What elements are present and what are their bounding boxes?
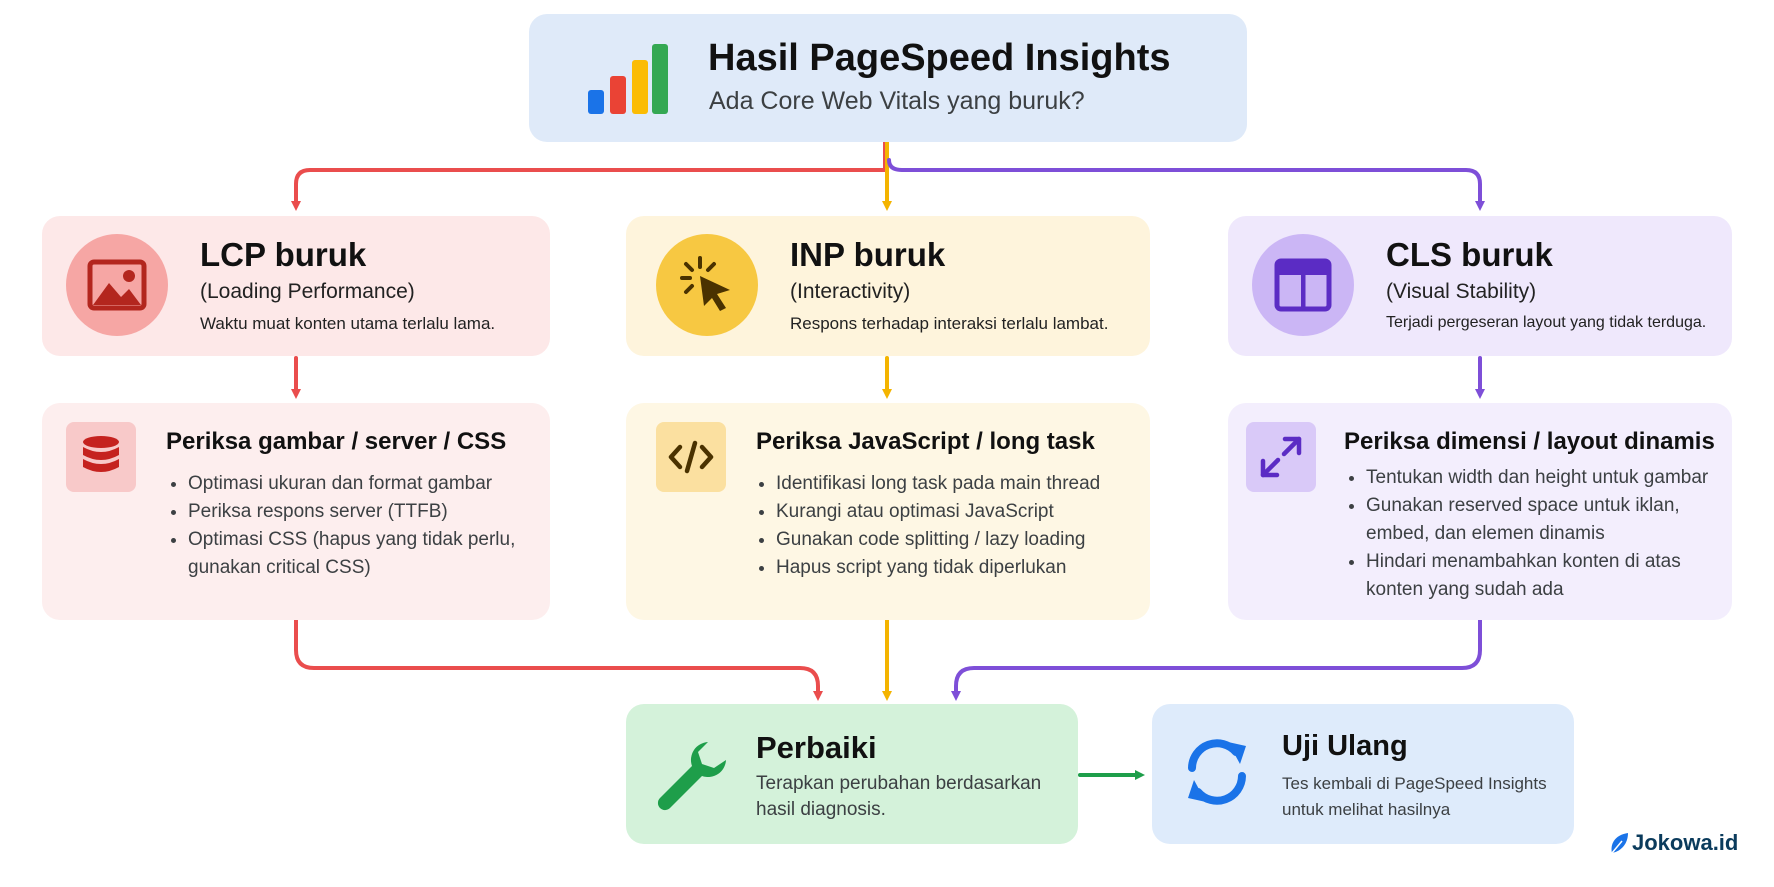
arrow-to-lcp — [291, 140, 887, 211]
inp-description: Respons terhadap interaksi terlalu lamba… — [790, 314, 1109, 333]
bar-chart-icon — [588, 44, 668, 114]
lcp-check-title: Periksa gambar / server / CSS — [166, 428, 507, 455]
inp-check-title: Periksa JavaScript / long task — [756, 428, 1095, 455]
list-item: Identifikasi long task pada main thread — [776, 470, 1100, 498]
arrow-to-cls — [887, 158, 1485, 211]
layout-icon — [1274, 258, 1332, 312]
cls-title: CLS buruk — [1386, 236, 1553, 273]
expand-arrows-icon — [1260, 436, 1302, 478]
cls-description: Terjadi pergeseran layout yang tidak ter… — [1386, 314, 1707, 331]
brand-name: Jokowa.id — [1632, 830, 1739, 855]
list-item: Kurangi atau optimasi JavaScript — [776, 498, 1100, 526]
cls-check-list: Tentukan width dan height untuk gambar G… — [1344, 464, 1708, 604]
inp-check-list: Identifikasi long task pada main thread … — [754, 470, 1100, 582]
lcp-check-list: Optimasi ukuran dan format gambar Periks… — [166, 470, 515, 582]
list-item-continuation: konten yang sudah ada — [1366, 579, 1564, 600]
lcp-description: Waktu muat konten utama terlalu lama. — [200, 314, 496, 333]
cls-check-icon-box — [1246, 422, 1316, 492]
database-icon — [83, 436, 119, 472]
cls-check-title: Periksa dimensi / layout dinamis — [1344, 428, 1715, 455]
inp-title: INP buruk — [790, 236, 946, 273]
list-item: Optimasi CSS (hapus yang tidak perlu, — [188, 526, 515, 554]
list-item: Hindari menambahkan konten di atas — [1366, 548, 1708, 576]
list-item: Hapus script yang tidak diperlukan — [776, 554, 1100, 582]
arrow-lcp-to-fix — [294, 618, 823, 701]
inp-subtitle: (Interactivity) — [790, 280, 911, 303]
list-item: Gunakan code splitting / lazy loading — [776, 526, 1100, 554]
leaf-icon — [1611, 833, 1628, 854]
lcp-check-icon-box — [66, 422, 136, 492]
list-item: Gunakan reserved space untuk iklan, — [1366, 492, 1708, 520]
list-item: Optimasi ukuran dan format gambar — [188, 470, 515, 498]
image-icon — [87, 259, 147, 311]
fix-title: Perbaiki — [756, 730, 877, 765]
cursor-click-icon — [680, 256, 730, 311]
header-box — [529, 14, 1247, 142]
header-subtitle: Ada Core Web Vitals yang buruk? — [709, 87, 1085, 115]
list-item-continuation: gunakan critical CSS) — [188, 557, 371, 578]
code-icon — [668, 440, 714, 474]
retest-description: Tes kembali di PageSpeed Insights untuk … — [1282, 774, 1547, 819]
retest-card — [1152, 704, 1574, 844]
refresh-icon — [1188, 739, 1246, 805]
lcp-subtitle: (Loading Performance) — [200, 280, 415, 303]
retest-title: Uji Ulang — [1282, 730, 1408, 762]
arrow-cls-to-fix — [951, 618, 1482, 701]
inp-icon-circle — [656, 234, 758, 336]
list-item-continuation: embed, dan elemen dinamis — [1366, 523, 1605, 544]
list-item: Tentukan width dan height untuk gambar — [1366, 464, 1708, 492]
list-item: Periksa respons server (TTFB) — [188, 498, 515, 526]
header-title: Hasil PageSpeed Insights — [708, 37, 1171, 79]
fix-description: Terapkan perubahan berdasarkan hasil dia… — [756, 773, 1042, 820]
wrench-icon — [657, 742, 726, 811]
cls-icon-circle — [1252, 234, 1354, 336]
lcp-title: LCP buruk — [200, 236, 367, 273]
lcp-icon-circle — [66, 234, 168, 336]
cls-subtitle: (Visual Stability) — [1386, 280, 1537, 303]
inp-check-icon-box — [656, 422, 726, 492]
